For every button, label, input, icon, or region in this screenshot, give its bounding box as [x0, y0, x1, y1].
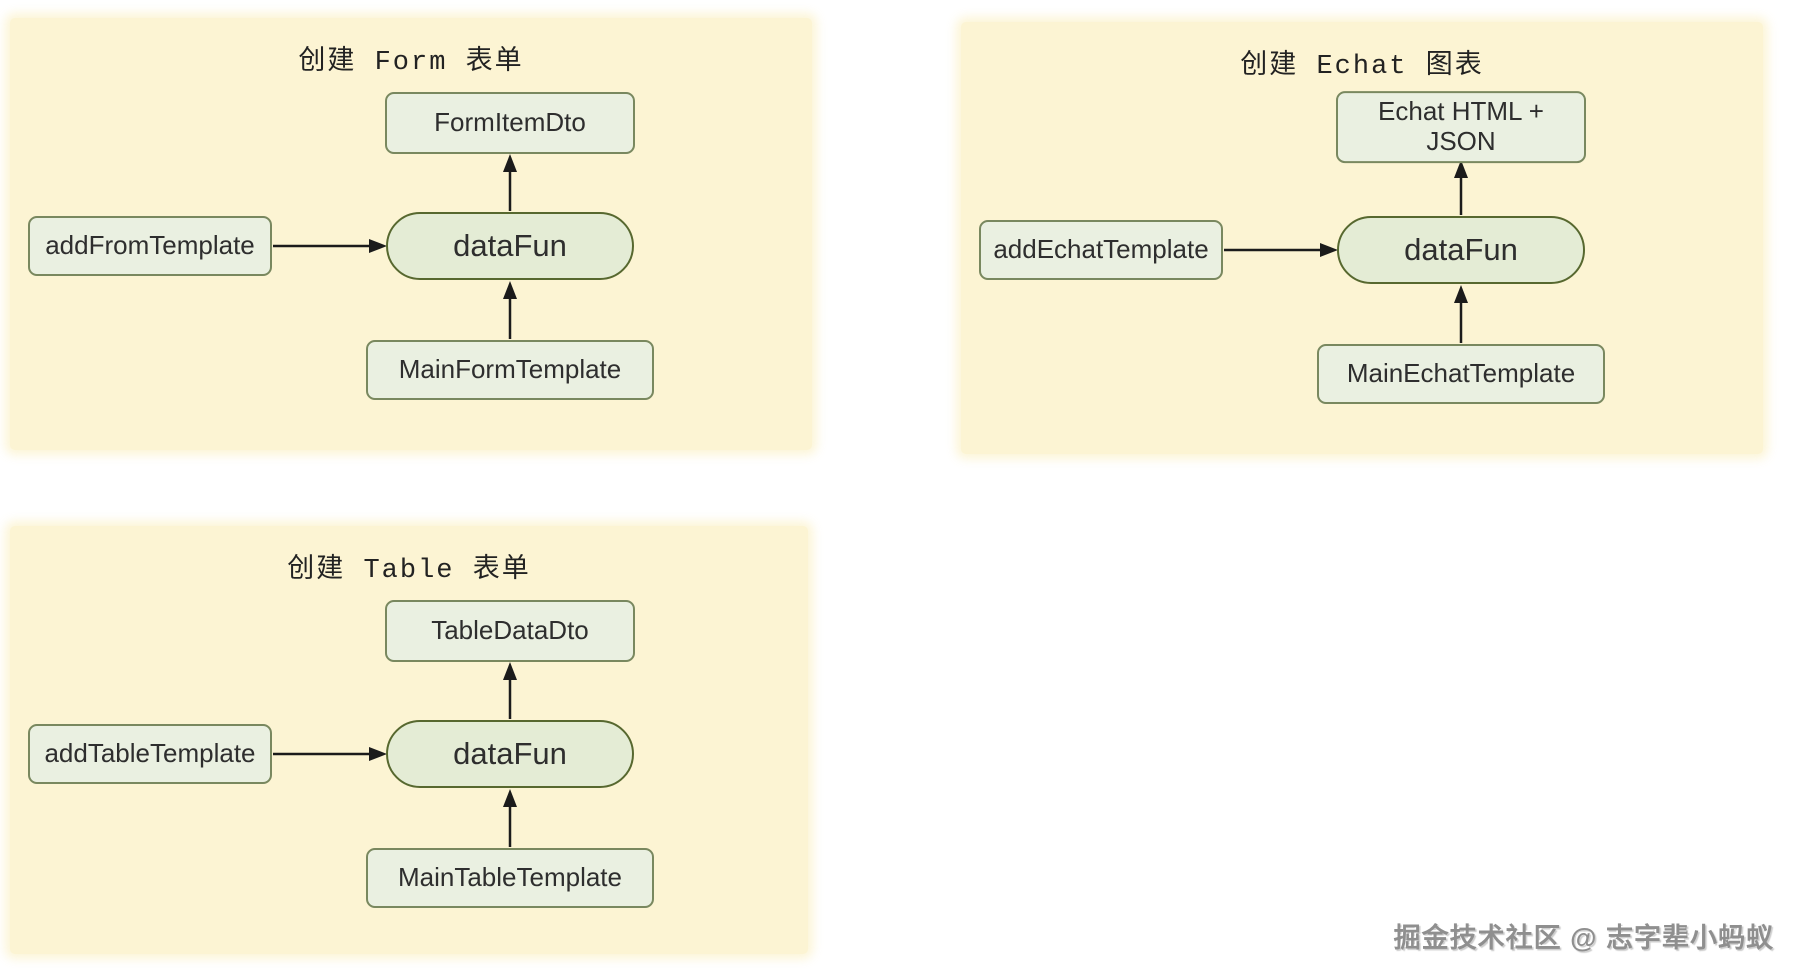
- form-panel: 创建 Form 表单 FormItemDto dataFun addFromTe…: [10, 18, 812, 450]
- datafun-node: dataFun: [1337, 216, 1585, 284]
- arrow-datafun-to-top: [1454, 160, 1468, 215]
- mainechattemplate-node: MainEchatTemplate: [1317, 344, 1605, 404]
- mainformtemplate-node: MainFormTemplate: [366, 340, 654, 400]
- addtabletemplate-node: addTableTemplate: [28, 724, 272, 784]
- maintabletemplate-node: MainTableTemplate: [366, 848, 654, 908]
- form-panel-title: 创建 Form 表单: [298, 48, 524, 78]
- tabledatadto-node: TableDataDto: [385, 600, 635, 662]
- arrow-bottom-to-datafun: [503, 789, 517, 847]
- datafun-node: dataFun: [386, 720, 634, 788]
- echat-panel-title: 创建 Echat 图表: [1240, 52, 1484, 82]
- arrow-left-to-datafun: [1224, 243, 1338, 257]
- formitemdto-node: FormItemDto: [385, 92, 635, 154]
- table-panel-title: 创建 Table 表单: [287, 556, 531, 586]
- watermark: 掘金技术社区 @ 志字辈小蚂蚁: [1393, 923, 1774, 953]
- echat-panel: 创建 Echat 图表 Echat HTML + JSON dataFun ad…: [961, 22, 1763, 454]
- arrow-datafun-to-top: [503, 662, 517, 719]
- arrow-bottom-to-datafun: [503, 281, 517, 339]
- echat-html-json-node: Echat HTML + JSON: [1336, 91, 1586, 163]
- datafun-node: dataFun: [386, 212, 634, 280]
- arrow-datafun-to-top: [503, 154, 517, 211]
- arrow-bottom-to-datafun: [1454, 285, 1468, 343]
- addechattemplate-node: addEchatTemplate: [979, 220, 1223, 280]
- arrow-left-to-datafun: [273, 747, 387, 761]
- arrow-left-to-datafun: [273, 239, 387, 253]
- addfromtemplate-node: addFromTemplate: [28, 216, 272, 276]
- table-panel: 创建 Table 表单 TableDataDto dataFun addTabl…: [10, 526, 808, 954]
